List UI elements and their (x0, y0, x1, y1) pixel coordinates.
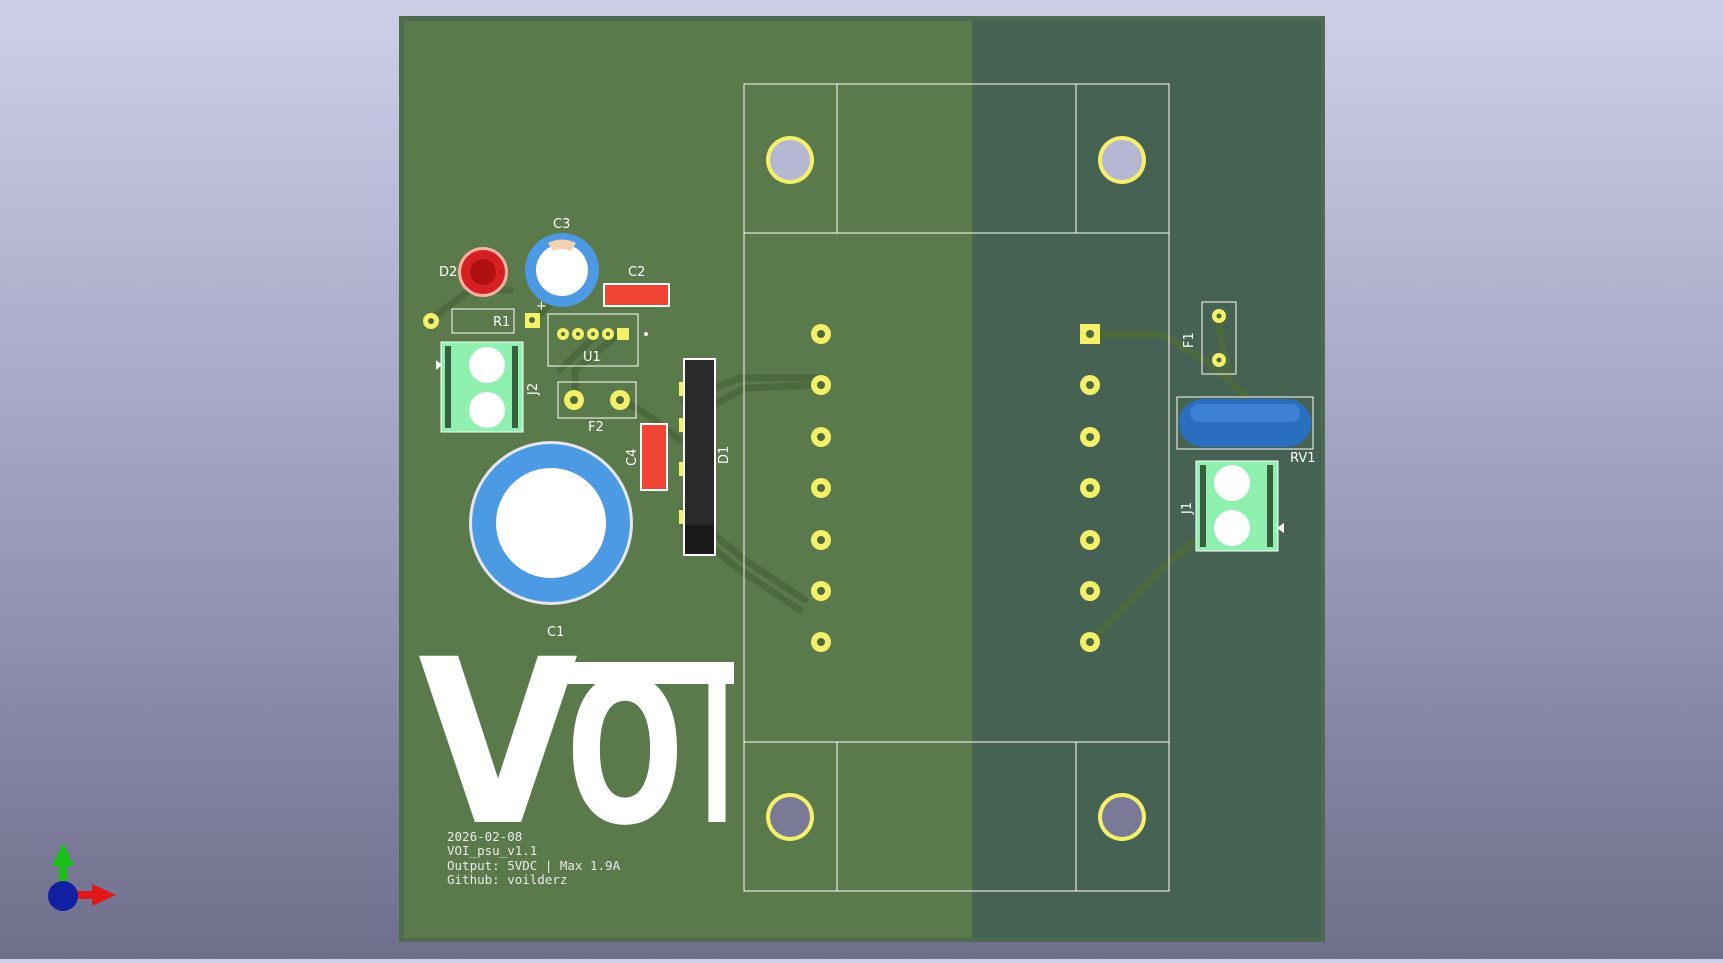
fuse-f2: F2 (557, 381, 637, 435)
capacitor-c1: C1 (469, 441, 633, 640)
label-f2: F2 (588, 420, 604, 435)
resistor-r1: R1 (423, 308, 540, 334)
label-c3: C3 (553, 217, 570, 232)
terminal-block-j1: J1 (1180, 460, 1284, 552)
axis-gizmo[interactable] (48, 843, 116, 911)
info-output: Output: 5VDC | Max 1.9A (447, 858, 621, 873)
info-version: VOI_psu_v1.1 (447, 843, 537, 858)
mounting-holes (766, 136, 1146, 841)
logo-bar (552, 662, 734, 684)
varistor-rv1: RV1 (1176, 396, 1316, 466)
module-header-pads (811, 324, 1100, 652)
led-d2: D2 (439, 247, 508, 297)
label-c1: C1 (547, 625, 564, 640)
label-j1: J1 (1180, 502, 1195, 515)
label-j2: J2 (526, 383, 541, 396)
axis-x-arrowhead-icon (92, 884, 116, 906)
capacitor-c2: C2 (603, 265, 670, 307)
label-f1: F1 (1182, 332, 1197, 348)
label-rv1: RV1 (1290, 451, 1316, 466)
label-c4: C4 (625, 449, 640, 466)
axis-y-arrowhead-icon (52, 843, 74, 866)
info-date: 2026-02-08 (447, 829, 522, 844)
voi-logo: V O I (418, 610, 734, 876)
label-u1: U1 (583, 350, 601, 365)
label-d1: D1 (717, 446, 732, 464)
module-outline (743, 83, 1170, 892)
label-r1: R1 (493, 315, 510, 330)
label-c3-plus: + (536, 299, 547, 314)
logo-letter-v: V (418, 610, 578, 876)
diode-d1: D1 (679, 358, 732, 556)
terminal-block-j2: J2 (436, 341, 541, 433)
axis-z-icon (48, 881, 78, 911)
fuse-f1: F1 (1182, 301, 1237, 375)
label-c2: C2 (628, 265, 645, 280)
info-github: Github: voilderz (447, 872, 567, 887)
capacitor-c4: C4 (625, 423, 668, 491)
label-d2: D2 (439, 265, 457, 280)
board-info-text: 2026-02-08 VOI_psu_v1.1 Output: 5VDC | M… (447, 829, 621, 887)
capacitor-c3: C3 + (525, 217, 599, 314)
regulator-u1: U1 (547, 313, 648, 367)
